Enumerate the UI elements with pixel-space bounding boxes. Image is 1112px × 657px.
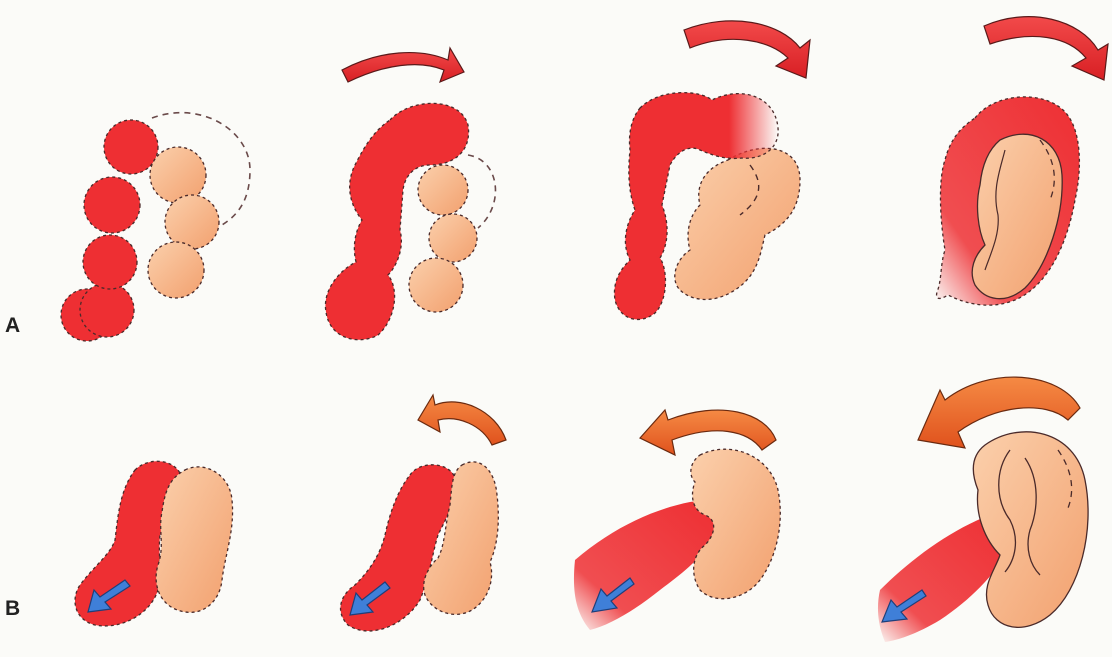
dashed-outline-future-helix-a2 — [468, 155, 495, 228]
peach-ear-body-a3 — [675, 148, 800, 299]
row-label-b: B — [5, 597, 20, 620]
curved-arrow-red-a2 — [342, 48, 464, 82]
stage-a4 — [937, 17, 1108, 306]
peach-concha-a4 — [972, 134, 1062, 298]
stage-a2 — [325, 48, 495, 340]
peach-hillocks-a1 — [148, 147, 219, 298]
peach-hillocks-a2 — [409, 165, 477, 312]
stage-b2 — [341, 395, 506, 631]
stage-a3 — [614, 21, 810, 320]
stage-a1-hillocks — [61, 113, 250, 341]
stage-b4 — [878, 377, 1088, 642]
curved-arrow-red-a4 — [984, 17, 1108, 80]
curved-arrow-orange-b3 — [640, 410, 776, 455]
red-hillocks-a1 — [61, 120, 158, 341]
stage-b1 — [75, 461, 233, 626]
curved-arrow-orange-b2 — [418, 395, 506, 445]
stage-b3 — [574, 410, 780, 630]
curved-arrow-red-a3 — [684, 21, 810, 78]
row-label-a: A — [5, 314, 20, 337]
